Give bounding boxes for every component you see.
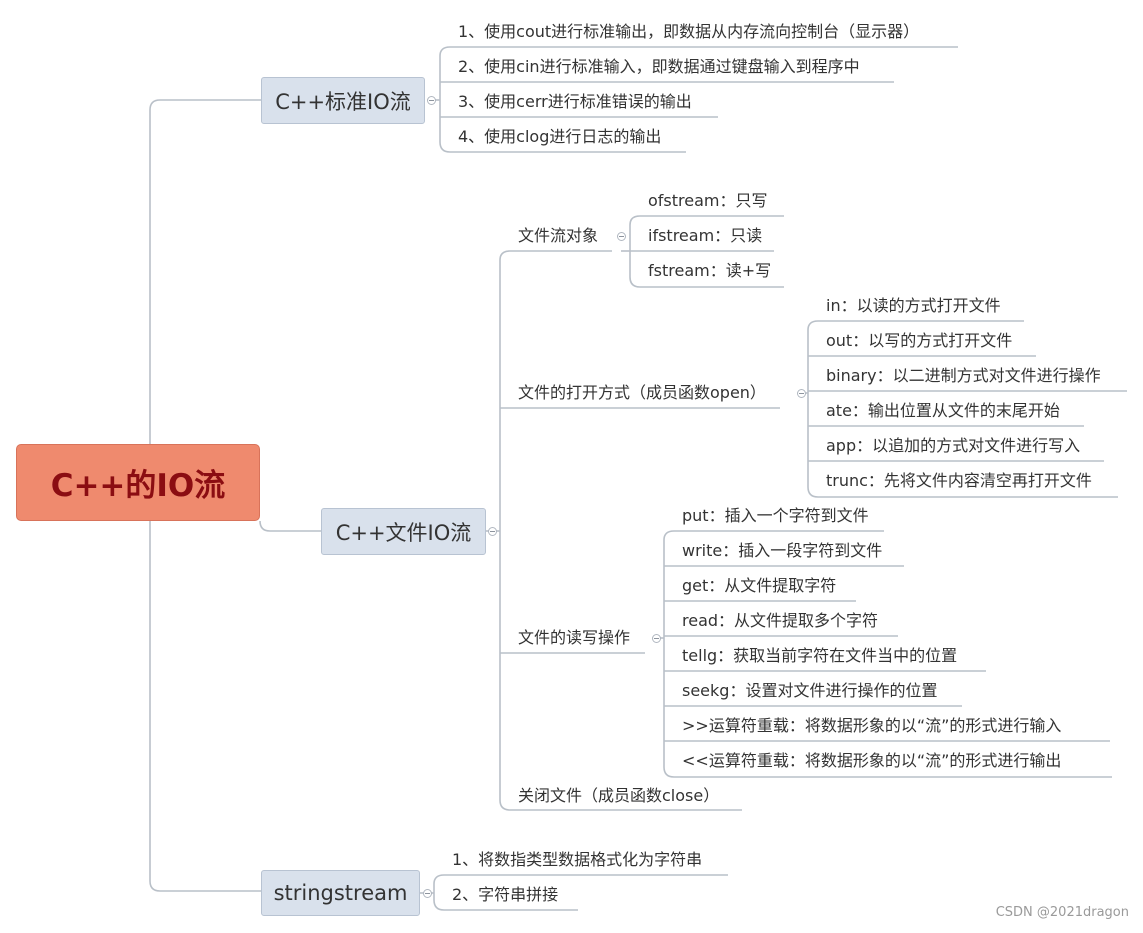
leaf-std-io-1: 1、使用cout进行标准输出，即数据从内存流向控制台（显示器）	[458, 22, 920, 41]
leaf-op-get: get：从文件提取字符	[682, 576, 837, 595]
leaf-std-io-4: 4、使用clog进行日志的输出	[458, 127, 662, 146]
leaf-mode-binary: binary：以二进制方式对文件进行操作	[826, 366, 1101, 385]
leaf-op-seekg: seekg：设置对文件进行操作的位置	[682, 681, 938, 700]
root-node[interactable]: C++的IO流	[16, 444, 260, 521]
sub-open-modes[interactable]: 文件的打开方式（成员函数open）	[518, 383, 766, 402]
branch-stringstream[interactable]: stringstream	[261, 870, 420, 916]
leaf-op-put: put：插入一个字符到文件	[682, 506, 869, 525]
leaf-op-insert: <<运算符重载：将数据形象的以“流”的形式进行输出	[682, 751, 1062, 770]
leaf-mode-out: out：以写的方式打开文件	[826, 331, 1013, 350]
collapse-icon[interactable]	[488, 527, 497, 536]
collapse-icon[interactable]	[423, 889, 432, 898]
leaf-ofstream: ofstream：只写	[648, 191, 768, 210]
collapse-icon[interactable]	[427, 96, 436, 105]
leaf-std-io-3: 3、使用cerr进行标准错误的输出	[458, 92, 692, 111]
sub-rw-ops[interactable]: 文件的读写操作	[518, 628, 631, 647]
collapse-icon[interactable]	[617, 232, 626, 241]
leaf-op-extract: >>运算符重载：将数据形象的以“流”的形式进行输入	[682, 716, 1062, 735]
leaf-op-write: write：插入一段字符到文件	[682, 541, 883, 560]
branch-file-io[interactable]: C++文件IO流	[321, 508, 486, 555]
leaf-ifstream: ifstream：只读	[648, 226, 763, 245]
leaf-op-read: read：从文件提取多个字符	[682, 611, 879, 630]
leaf-fstream: fstream：读+写	[648, 261, 772, 280]
leaf-mode-in: in：以读的方式打开文件	[826, 296, 1001, 315]
sub-file-objects[interactable]: 文件流对象	[518, 226, 599, 245]
branch-std-io[interactable]: C++标准IO流	[261, 77, 425, 124]
leaf-mode-ate: ate：输出位置从文件的末尾开始	[826, 401, 1060, 420]
leaf-ss-1: 1、将数指类型数据格式化为字符串	[452, 850, 703, 869]
watermark: CSDN @2021dragon	[995, 905, 1129, 920]
collapse-icon[interactable]	[652, 634, 661, 643]
sub-close-file[interactable]: 关闭文件（成员函数close）	[518, 786, 720, 805]
leaf-mode-app: app：以追加的方式对文件进行写入	[826, 436, 1081, 455]
leaf-std-io-2: 2、使用cin进行标准输入，即数据通过键盘输入到程序中	[458, 57, 860, 76]
leaf-mode-trunc: trunc：先将文件内容清空再打开文件	[826, 471, 1092, 490]
leaf-op-tellg: tellg：获取当前字符在文件当中的位置	[682, 646, 958, 665]
collapse-icon[interactable]	[797, 389, 806, 398]
leaf-ss-2: 2、字符串拼接	[452, 885, 559, 904]
